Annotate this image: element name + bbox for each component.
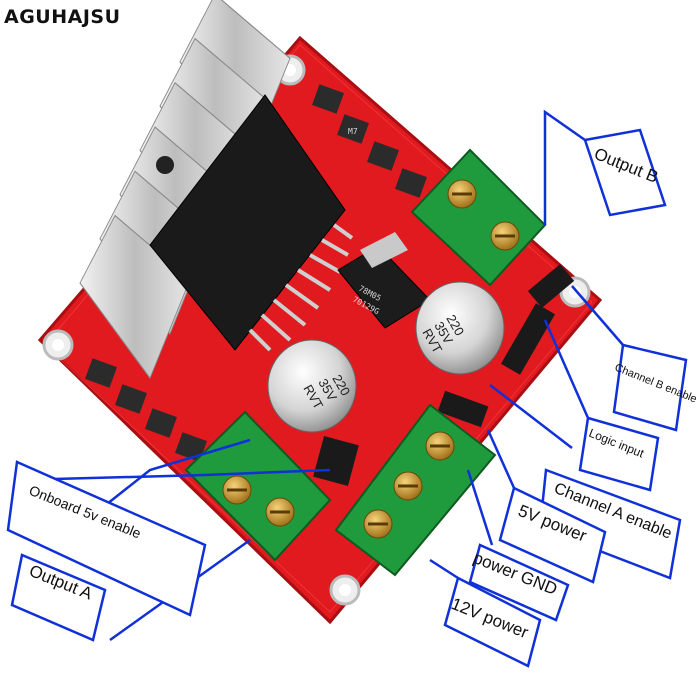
terminal-block-b xyxy=(410,148,547,287)
driver-chip xyxy=(149,94,354,352)
callout-logic-input: Logic input xyxy=(578,416,660,492)
callout-channel-b-enable: Channel B enable xyxy=(612,343,698,432)
capacitor-right: 220 35V RVT xyxy=(415,281,505,375)
diodes: M7 xyxy=(85,84,427,462)
brand-watermark: AGUHAJSU xyxy=(4,6,121,28)
heatsink-screw xyxy=(156,156,174,174)
callout-output-b: Output B xyxy=(583,128,667,217)
header-pins xyxy=(313,264,575,486)
capacitor-left: 220 35V RVT xyxy=(267,339,357,433)
terminal-block-power xyxy=(334,403,497,577)
voltage-regulator: 78M05 70129G xyxy=(337,232,431,329)
diode-marking: M7 xyxy=(348,127,358,136)
